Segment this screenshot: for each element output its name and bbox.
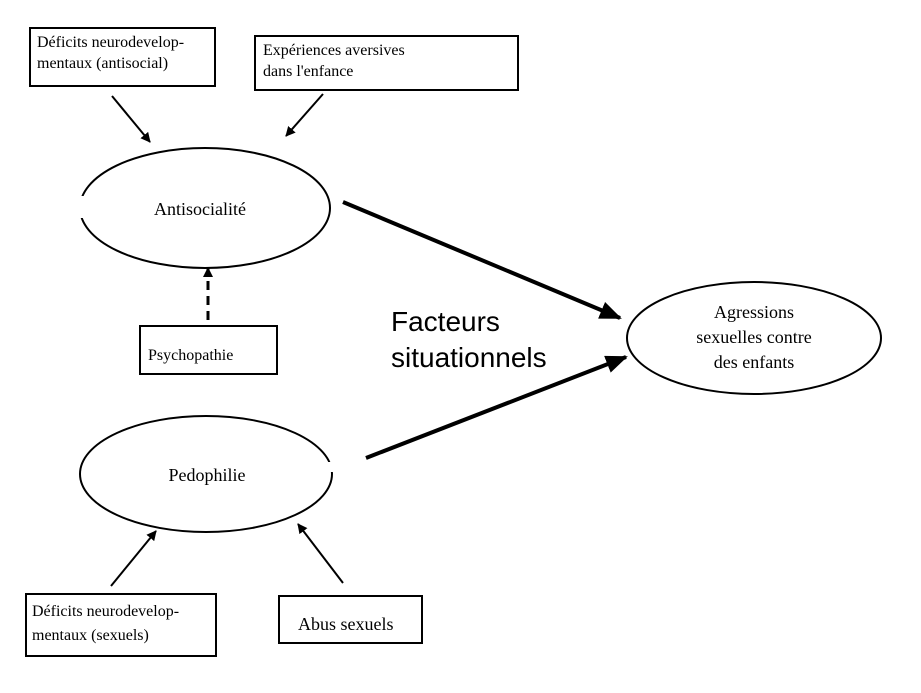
node-agressions: Agressions sexuelles contre des enfants	[626, 281, 882, 395]
arrow-antisocialite-to-agressions	[342, 200, 622, 320]
box-deficits-sexuels-line1: Déficits neurodevelop-	[32, 603, 179, 620]
box-abus-sexuels: Abus sexuels	[278, 595, 423, 644]
box-deficits-antisocial-line2: mentaux (antisocial)	[37, 55, 168, 72]
node-antisocialite: Antisocialité	[76, 147, 331, 269]
box-deficits-sexuels-line2: mentaux (sexuels)	[32, 627, 149, 644]
box-experiences-aversives: Expériences aversives dans l'enfance	[254, 35, 519, 91]
box-abus-label: Abus sexuels	[298, 614, 394, 634]
box-experiences-line2: dans l'enfance	[263, 63, 353, 80]
node-agressions-line3: des enfants	[714, 352, 794, 372]
arrow-pedophilie-to-agressions	[365, 355, 628, 460]
box-deficits-antisocial: Déficits neurodevelop- mentaux (antisoci…	[29, 27, 216, 87]
box-deficits-sexuels: Déficits neurodevelop- mentaux (sexuels)	[25, 593, 217, 657]
situational-line1: Facteurs	[391, 306, 500, 337]
node-agressions-line1: Agressions	[714, 302, 794, 322]
situational-line2: situationnels	[391, 342, 547, 373]
box-psychopathie-label: Psychopathie	[148, 347, 233, 364]
box-experiences-line1: Expériences aversives	[263, 42, 405, 59]
arrow-experiences-to-antisocialite	[285, 93, 324, 137]
node-pedophilie: Pedophilie	[79, 415, 335, 533]
situational-factors-label: Facteurs situationnels	[391, 306, 547, 373]
node-agressions-line2: sexuelles contre	[696, 327, 811, 347]
box-deficits-antisocial-line1: Déficits neurodevelop-	[37, 34, 184, 51]
arrow-abus-to-pedophilie	[297, 523, 344, 584]
box-psychopathie: Psychopathie	[139, 325, 278, 375]
node-pedophilie-label: Pedophilie	[169, 465, 246, 485]
node-antisocialite-label: Antisocialité	[154, 199, 246, 219]
arrow-deficits-to-antisocialite	[111, 95, 151, 143]
arrow-deficits-sexuels-to-pedophilie	[110, 530, 157, 587]
